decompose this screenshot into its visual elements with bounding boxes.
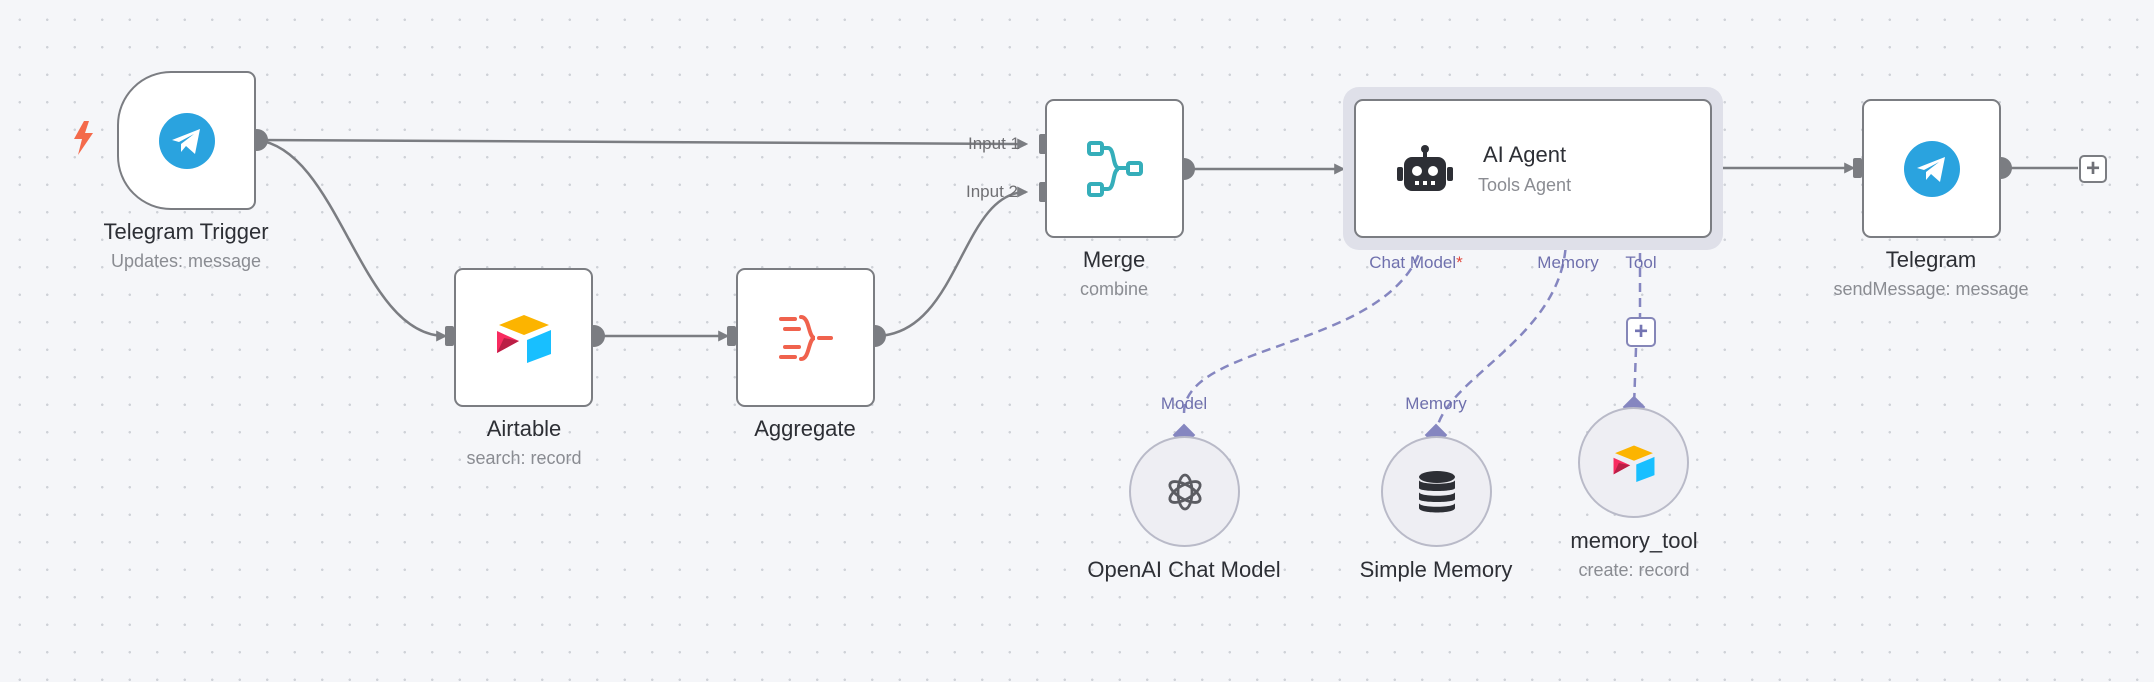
node-title: memory_tool: [1570, 528, 1698, 553]
edge-trigger-merge[interactable]: [256, 138, 1029, 150]
node-memory-tool-labels: memory_tool create: record: [1570, 527, 1697, 583]
node-openai-chat-model[interactable]: [1129, 436, 1240, 547]
robot-icon: [1396, 144, 1454, 194]
node-memory-tool[interactable]: [1578, 407, 1689, 518]
node-aggregate-labels: Aggregate: [754, 415, 856, 443]
airtable-icon: [495, 313, 553, 363]
node-airtable[interactable]: [454, 268, 593, 407]
telegram-icon: [1903, 140, 1960, 197]
node-title: Telegram Trigger: [103, 219, 269, 244]
agent-port-memory-label: Memory: [1537, 253, 1599, 272]
node-simple-memory-labels: Simple Memory: [1360, 556, 1513, 584]
lightning-bolt-icon: [70, 120, 98, 156]
agent-port-tool-label: Tool: [1625, 253, 1657, 272]
add-tool-button[interactable]: +: [1626, 317, 1656, 347]
node-title: Merge: [1082, 247, 1146, 272]
database-icon: [1417, 470, 1457, 514]
node-telegram[interactable]: [1862, 99, 2001, 238]
memory-port-label: Memory: [1405, 394, 1467, 413]
node-merge[interactable]: [1045, 99, 1184, 238]
node-title: OpenAI Chat Model: [1087, 557, 1281, 582]
node-telegram-trigger-labels: Telegram Trigger Updates: message: [103, 218, 268, 274]
node-ai-agent-labels: AI Agent Tools Agent: [1478, 142, 1571, 196]
node-title: Simple Memory: [1359, 557, 1513, 582]
node-ai-agent[interactable]: AI Agent Tools Agent: [1354, 99, 1712, 238]
merge-input-1-label: Input 1: [968, 134, 1020, 153]
node-merge-labels: Merge combine: [1080, 246, 1148, 302]
edge-trigger-airtable[interactable]: [256, 138, 448, 342]
node-subtitle: combine: [1079, 279, 1149, 299]
edge-memory-agent[interactable]: [1434, 237, 1568, 438]
node-subtitle: create: record: [1578, 560, 1690, 580]
node-title: Aggregate: [754, 416, 856, 441]
node-subtitle: Tools Agent: [1478, 174, 1572, 195]
merge-input-2-label: Input 2: [966, 182, 1018, 201]
node-telegram-labels: Telegram sendMessage: message: [1833, 246, 2028, 302]
edge-aggregate-merge[interactable]: [874, 186, 1029, 338]
node-openai-chat-model-labels: OpenAI Chat Model: [1087, 556, 1280, 584]
telegram-icon: [158, 112, 215, 169]
node-subtitle: sendMessage: message: [1833, 279, 2029, 299]
edge-model-agent[interactable]: [1182, 237, 1426, 414]
model-port-label: Model: [1160, 394, 1208, 413]
aggregate-icon: [777, 313, 835, 363]
node-simple-memory[interactable]: [1381, 436, 1492, 547]
node-airtable-labels: Airtable search: record: [466, 415, 581, 471]
node-subtitle: Updates: message: [110, 251, 262, 271]
node-aggregate[interactable]: [736, 268, 875, 407]
required-mark: *: [1456, 253, 1463, 272]
openai-icon: [1163, 470, 1207, 514]
node-title: AI Agent: [1482, 141, 1567, 167]
add-node-button[interactable]: +: [2079, 155, 2107, 183]
node-subtitle: search: record: [466, 448, 582, 468]
merge-icon: [1085, 139, 1145, 199]
node-title: Telegram: [1885, 247, 1977, 272]
node-telegram-trigger[interactable]: [117, 71, 256, 210]
node-title: Airtable: [486, 416, 562, 441]
airtable-icon: [1612, 444, 1656, 482]
agent-port-chat-model-label: Chat Model*: [1369, 253, 1463, 272]
